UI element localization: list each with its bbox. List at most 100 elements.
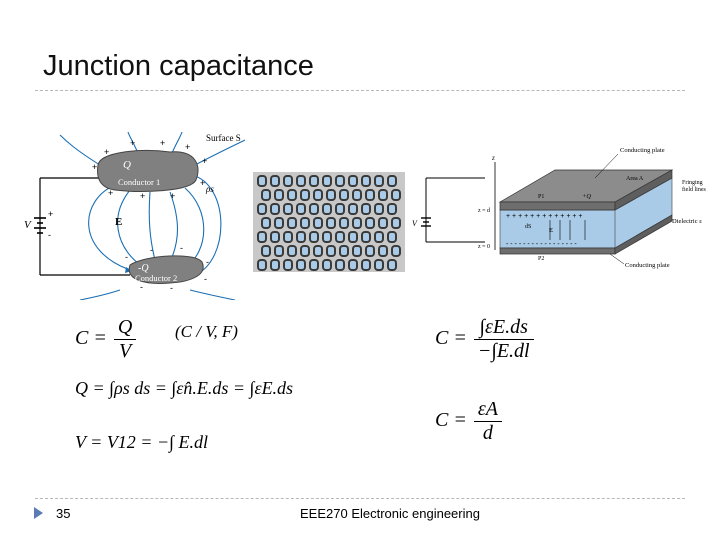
- dipole-core: [315, 191, 321, 199]
- dipole-core: [393, 247, 399, 255]
- dipole-core: [324, 261, 330, 269]
- dipole-core: [389, 261, 395, 269]
- dipole-lattice-figure: [253, 172, 405, 272]
- dielectric-label: Dielectric ε: [672, 218, 702, 225]
- dipole-core: [311, 205, 317, 213]
- dipole-core: [272, 233, 278, 241]
- dipole-core: [376, 177, 382, 185]
- dipole-core: [363, 261, 369, 269]
- dipole-core: [350, 233, 356, 241]
- page-number: 35: [56, 506, 71, 521]
- dipole-core: [367, 247, 373, 255]
- dipole-core: [350, 261, 356, 269]
- dipole-core: [393, 191, 399, 199]
- svg-text:+: +: [200, 178, 205, 188]
- field-lines-label: field lines: [682, 186, 706, 193]
- dipole-core: [289, 219, 295, 227]
- dipole-core: [337, 261, 343, 269]
- svg-text:+: +: [140, 191, 145, 201]
- svg-text:+: +: [185, 142, 190, 152]
- dipole-core: [311, 233, 317, 241]
- dipole-core: [337, 205, 343, 213]
- dipole-core: [354, 219, 360, 227]
- e-field-label-2: E: [549, 228, 553, 234]
- dipole-core: [276, 247, 282, 255]
- dipole-core: [259, 233, 265, 241]
- q-top-label: Q: [123, 159, 131, 171]
- q-bottom-label: -Q: [138, 263, 149, 274]
- z-d-label: z = d: [478, 208, 490, 214]
- p1-label: P1: [538, 194, 544, 200]
- dipole-core: [380, 247, 386, 255]
- surface-s-label: Surface S: [206, 133, 241, 143]
- svg-text:-: -: [170, 283, 173, 293]
- dipole-core: [376, 233, 382, 241]
- footer-text: EEE270 Electronic engineering: [300, 506, 480, 521]
- rho-s-label: ρs: [205, 184, 214, 194]
- dipole-core: [285, 261, 291, 269]
- area-label: Area A: [626, 176, 644, 182]
- dipole-core: [285, 177, 291, 185]
- dipole-core: [259, 177, 265, 185]
- dipole-core: [363, 177, 369, 185]
- dipole-core: [389, 205, 395, 213]
- cp-numerator: εA: [473, 398, 502, 422]
- dipole-core: [311, 261, 317, 269]
- ds-label: dS: [525, 224, 531, 230]
- v-label: V: [24, 219, 32, 231]
- svg-text:- - - - - - - - - - - - - - -: - - - - - - - - - - - - - - - - -: [506, 241, 577, 248]
- dipole-core: [276, 191, 282, 199]
- dipole-core: [311, 177, 317, 185]
- dipole-core: [380, 219, 386, 227]
- dipole-core: [315, 219, 321, 227]
- cp-denominator: d: [482, 422, 493, 444]
- svg-text:-: -: [150, 245, 153, 255]
- dipole-core: [328, 219, 334, 227]
- svg-text:+: +: [92, 162, 97, 172]
- z-axis-label: z: [491, 154, 495, 162]
- cqv-numerator: Q: [113, 316, 137, 340]
- dipole-core: [380, 191, 386, 199]
- svg-text:-: -: [180, 243, 183, 253]
- dipole-core: [298, 205, 304, 213]
- two-conductor-figure: + - V Q Conductor 1 -Q Conductor 2 + + + +…: [24, 131, 246, 300]
- dipole-core: [263, 219, 269, 227]
- cqv-denominator: V: [118, 340, 132, 362]
- dipole-core: [328, 191, 334, 199]
- title-divider: [35, 90, 685, 91]
- dipole-core: [337, 233, 343, 241]
- dipole-core: [259, 261, 265, 269]
- dipole-core: [376, 205, 382, 213]
- conducting-plate-top-label: Conducting plate: [620, 147, 665, 154]
- parallel-plate-figure: V z z = d z = 0 + + + + + + + + + + + + …: [412, 147, 706, 269]
- svg-text:-: -: [48, 230, 51, 240]
- c-integral-equation: C = ∫εE.ds −∫E.dl: [435, 316, 534, 363]
- q-integral-equation: Q = ∫ρs ds = ∫εn̂.E.ds = ∫εE.ds: [75, 378, 294, 398]
- svg-text:+: +: [170, 191, 175, 201]
- dipole-core: [341, 247, 347, 255]
- dipole-core: [272, 205, 278, 213]
- c-parallel-plate-equation: C = εA d: [435, 398, 502, 445]
- dipole-core: [259, 205, 265, 213]
- dipole-core: [272, 261, 278, 269]
- dipole-core: [285, 205, 291, 213]
- dipole-core: [298, 177, 304, 185]
- units-label: (C / V, F): [175, 322, 238, 341]
- dipole-core: [324, 177, 330, 185]
- v-integral-equation: V = V12 = −∫ E.dl: [75, 432, 209, 452]
- dipole-core: [389, 233, 395, 241]
- svg-text:+: +: [48, 209, 53, 219]
- svg-text:+: +: [104, 147, 109, 157]
- z-0-label: z = 0: [478, 244, 490, 250]
- dipole-core: [302, 219, 308, 227]
- dipole-core: [324, 233, 330, 241]
- svg-text:-: -: [204, 274, 207, 284]
- footer-bullet-icon: [34, 507, 43, 519]
- e-field-label: E: [115, 216, 122, 228]
- dipole-core: [350, 177, 356, 185]
- v-label-2: V: [412, 219, 418, 228]
- svg-text:+: +: [160, 138, 165, 148]
- conductor1-label: Conductor 1: [118, 177, 160, 187]
- conductor2-label: Conductor 2: [135, 273, 177, 283]
- dipole-core: [298, 261, 304, 269]
